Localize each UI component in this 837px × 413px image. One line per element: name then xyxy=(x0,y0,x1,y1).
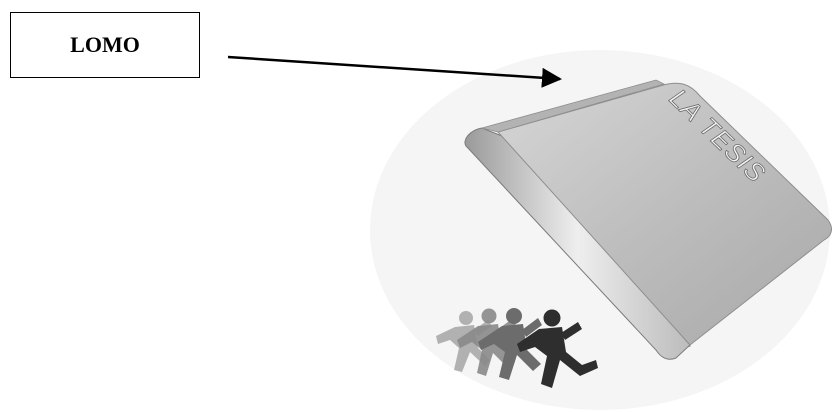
diagram-canvas: LA TESIS xyxy=(0,0,837,413)
